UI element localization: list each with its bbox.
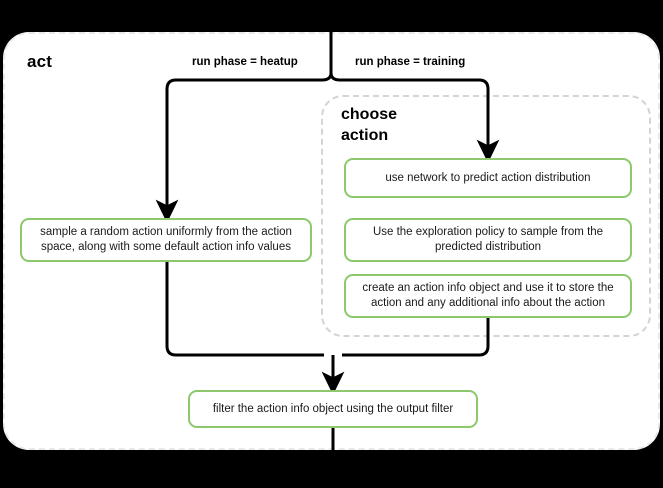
choose-action-title: choose action — [341, 106, 398, 144]
node-sample-random-action[interactable]: sample a random action uniformly from th… — [20, 218, 312, 262]
node-filter-output[interactable]: filter the action info object using the … — [188, 390, 478, 428]
node-exploration-policy[interactable]: Use the exploration policy to sample fro… — [344, 218, 632, 262]
edge-label-heatup: run phase = heatup — [192, 56, 298, 68]
act-title: act — [27, 52, 53, 71]
node-use-network-predict[interactable]: use network to predict action distributi… — [344, 158, 632, 198]
edge-label-training: run phase = training — [355, 56, 466, 68]
node-create-action-info[interactable]: create an action info object and use it … — [344, 274, 632, 318]
